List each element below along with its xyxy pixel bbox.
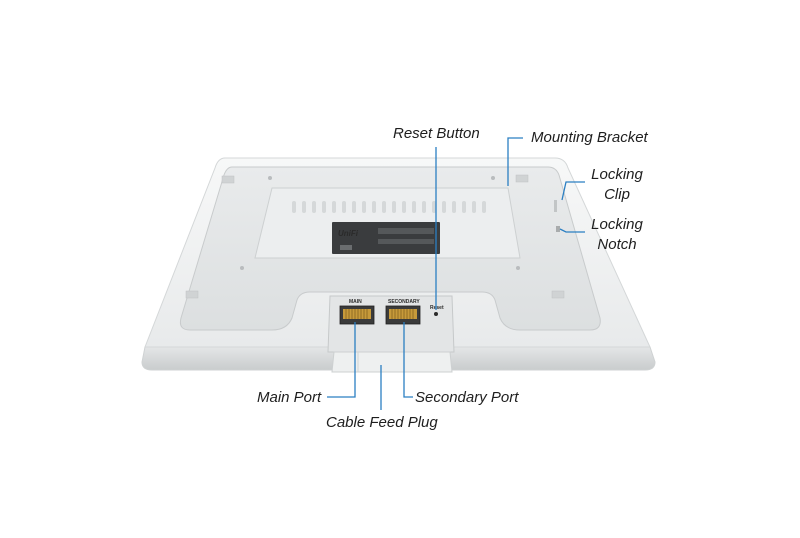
callout-locking-notch-line2: Notch: [597, 236, 637, 253]
callout-locking-notch-line1: Locking: [591, 216, 643, 233]
callout-main-port: Main Port: [257, 389, 322, 406]
locking-clip: [554, 200, 557, 212]
callout-secondary-port: Secondary Port: [415, 389, 519, 406]
callout-locking-notch: Locking Notch: [587, 215, 647, 255]
callout-locking-clip-line1: Locking: [591, 166, 643, 183]
bracket-corner-tabs: [185, 174, 565, 299]
callout-mounting-bracket: Mounting Bracket: [531, 129, 648, 146]
callout-reset-button: Reset Button: [393, 125, 480, 142]
reset-button: [434, 312, 438, 316]
cable-feed-plug: [331, 351, 453, 373]
brand-logo: UniFi: [338, 229, 359, 238]
leader-locking-clip: [561, 181, 585, 201]
leader-secondary-port: [403, 322, 413, 398]
main-port-label: MAIN: [349, 299, 362, 305]
leader-lines: [327, 137, 585, 410]
secondary-port-label: SECONDARY: [388, 299, 420, 305]
vent-slots: [292, 201, 486, 213]
callout-cable-feed-plug: Cable Feed Plug: [326, 414, 438, 431]
callout-locking-clip: Locking Clip: [587, 165, 647, 205]
leader-main-port: [327, 322, 356, 398]
locking-notch: [556, 226, 560, 232]
leader-locking-notch: [559, 228, 585, 233]
screw-holes: [240, 176, 520, 270]
reset-label: Reset: [430, 305, 444, 311]
leader-mounting-bracket: [507, 137, 523, 186]
callout-locking-clip-line2: Clip: [604, 186, 630, 203]
